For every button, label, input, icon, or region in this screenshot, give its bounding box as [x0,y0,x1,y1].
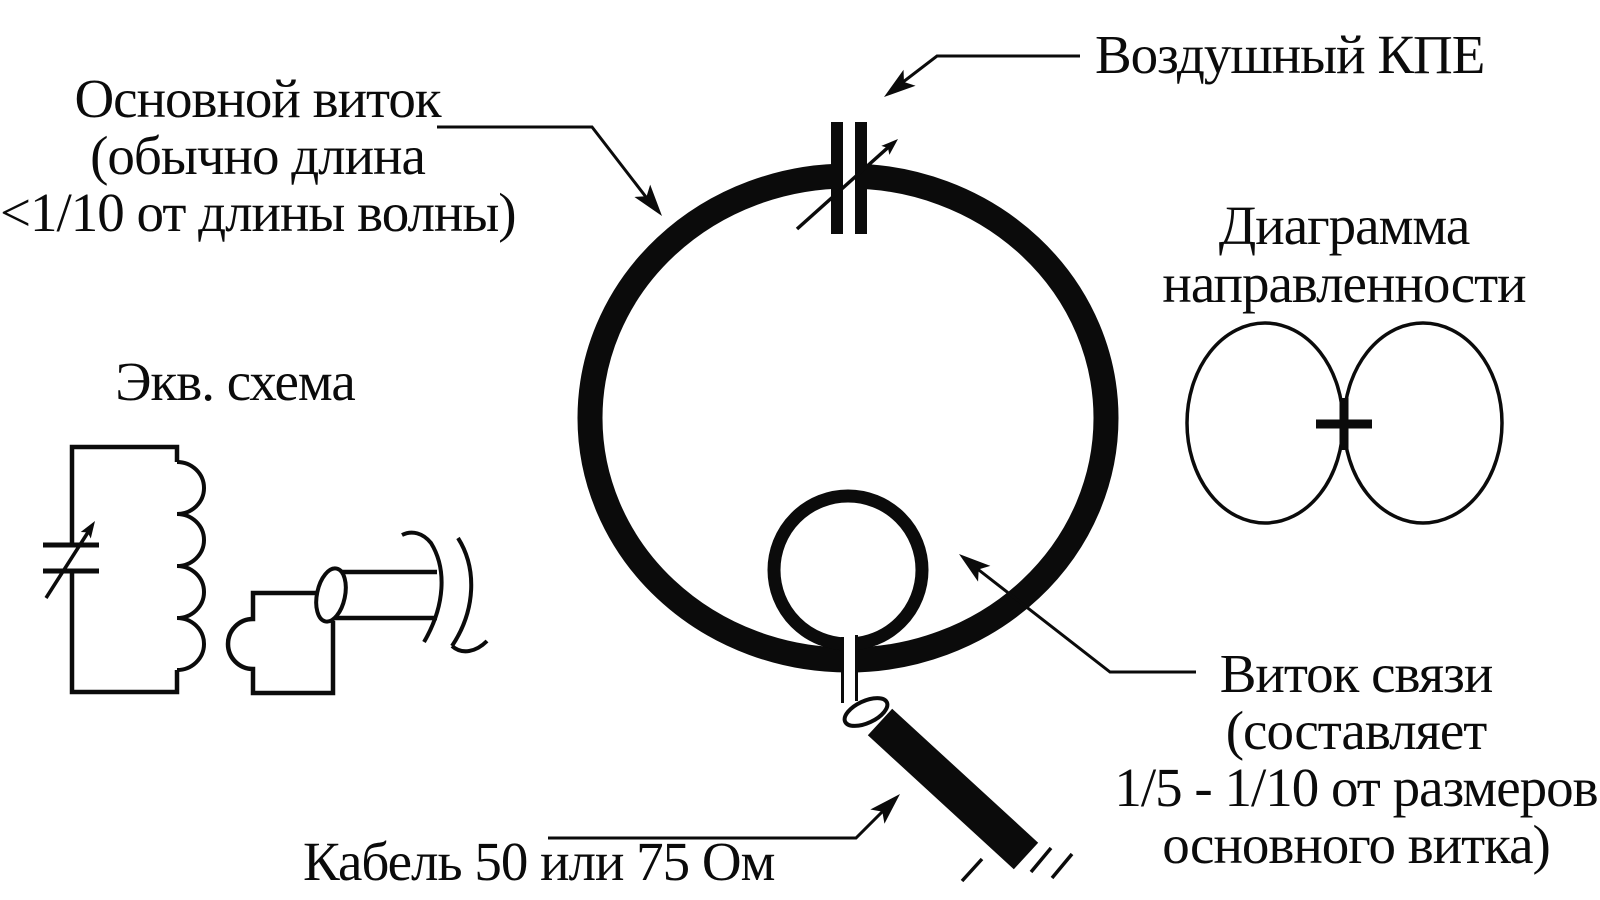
main-loop-icon [577,163,1119,673]
label-equivalent-circuit: Экв. схема [115,351,356,412]
label-main-loop-line1: Основной виток [74,68,441,129]
label-cable: Кабель 50 или 75 Ом [303,831,775,892]
label-coupling-line4: основного витка) [1162,814,1551,875]
label-main-loop-line3: <1/10 от длины волны) [0,182,517,243]
label-main-loop-line2: (обычно длина [90,125,426,186]
label-radiation-pattern: Диаграмма направленности [1144,197,1544,313]
label-pattern-line1: Диаграмма [1218,195,1470,256]
leader-capacitor [884,54,1080,97]
label-pattern-line2: направленности [1162,253,1526,314]
label-main-loop: Основной виток (обычно длина <1/10 от дл… [0,68,517,243]
label-coupling-line3: 1/5 - 1/10 от размеров [1114,757,1598,818]
feed-neck [841,626,858,703]
label-air-capacitor: Воздушный КПЕ [1095,24,1485,85]
leader-main-loop [437,125,662,216]
label-coupling-loop: Виток связи (составляет 1/5 - 1/10 от ра… [1100,645,1600,873]
coupling-loop-icon [767,489,929,651]
equivalent-circuit-icon [43,444,489,696]
leader-coupling [959,554,1196,674]
radiation-pattern-icon [1185,321,1504,525]
label-coupling-line1: Виток связи [1219,643,1494,704]
air-variable-capacitor-icon [795,120,898,236]
leader-cable [548,794,900,840]
label-coupling-line2: (составляет [1225,700,1488,761]
coax-cable-icon [842,696,1074,883]
